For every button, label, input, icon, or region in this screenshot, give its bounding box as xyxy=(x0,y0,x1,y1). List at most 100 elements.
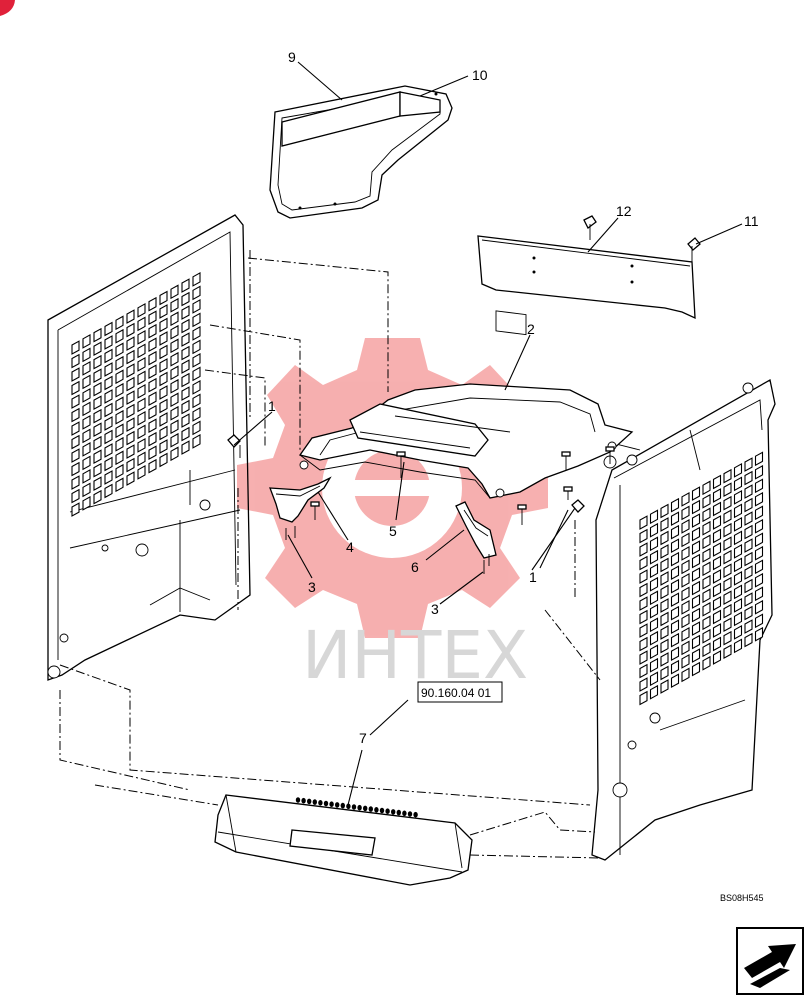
grille-slot xyxy=(181,345,190,361)
grille-slot xyxy=(170,405,179,421)
grille-slot xyxy=(104,429,113,445)
reference-number: 90.160.04 01 xyxy=(421,686,491,700)
grille-slot xyxy=(691,634,701,650)
grille-slot xyxy=(115,382,124,398)
step-tread-hole xyxy=(374,807,379,813)
grille-slot xyxy=(681,519,690,534)
grille-slot xyxy=(723,617,732,633)
grille-slot xyxy=(148,404,157,420)
grille-slot xyxy=(723,576,732,592)
grille-slot xyxy=(181,413,190,428)
grille-slot xyxy=(754,464,764,480)
grille-slot xyxy=(733,638,743,654)
grille-slot xyxy=(649,684,659,700)
grille-slot xyxy=(681,573,690,588)
grille-slot xyxy=(170,297,179,313)
next-page-arrow-icon[interactable] xyxy=(736,927,804,995)
grille-slot xyxy=(126,457,135,473)
grille-slot xyxy=(126,349,135,365)
grille-slot xyxy=(649,657,659,673)
grille-slot xyxy=(681,640,690,656)
left-grille xyxy=(71,272,201,517)
grille-slot xyxy=(148,323,157,339)
grille-slot xyxy=(159,331,168,346)
grille-slot xyxy=(712,582,722,598)
grille-slot xyxy=(660,638,669,654)
grille-slot xyxy=(104,362,113,377)
callout-labels: 9 10 12 11 2 1 4 5 6 1 3 3 7 xyxy=(268,49,759,746)
grille-slot xyxy=(159,385,168,400)
grille-slot xyxy=(712,596,722,611)
step-tread-hole xyxy=(413,811,418,818)
grille-slot xyxy=(170,419,179,435)
grille-slot xyxy=(660,679,669,694)
grille-slot xyxy=(681,613,690,629)
grille-slot xyxy=(639,663,648,679)
grille-slot xyxy=(754,626,764,642)
callout-11: 11 xyxy=(744,213,759,229)
grille-slot xyxy=(639,569,648,584)
callout-9: 9 xyxy=(288,49,296,65)
callout-3-left: 3 xyxy=(308,579,316,595)
grille-slot xyxy=(137,424,146,440)
grille-slot xyxy=(115,436,124,452)
grille-slot xyxy=(170,432,179,448)
grille-slot xyxy=(192,299,201,314)
grille-slot xyxy=(639,528,648,544)
grille-slot xyxy=(159,290,168,306)
grille-slot xyxy=(137,343,146,359)
grille-slot xyxy=(744,565,753,580)
grille-slot xyxy=(744,605,753,621)
grille-slot xyxy=(126,322,135,338)
grille-slot xyxy=(712,542,722,557)
grille-slot xyxy=(754,491,764,507)
grille-slot xyxy=(639,515,648,530)
grille-slot xyxy=(115,463,124,479)
grille-slot xyxy=(181,305,190,320)
grille-slot xyxy=(723,630,732,646)
grille-slot xyxy=(723,468,732,484)
grille-slot xyxy=(104,321,113,337)
grille-slot xyxy=(723,495,732,511)
grille-slot xyxy=(712,650,722,665)
grille-slot xyxy=(681,586,690,602)
grille-slot xyxy=(137,397,146,413)
step-tread-hole xyxy=(363,805,368,812)
grille-slot xyxy=(660,571,669,586)
grille-slot xyxy=(71,380,80,396)
step-tread-hole xyxy=(312,799,317,805)
callout-leaders xyxy=(233,61,743,806)
grille-slot xyxy=(639,636,648,652)
grille-slot xyxy=(82,401,91,417)
grille-slot xyxy=(148,337,157,353)
grille-slot xyxy=(126,444,135,459)
grille-slot xyxy=(702,520,711,536)
grille-slot xyxy=(754,505,764,521)
grille-slot xyxy=(733,571,743,586)
grille-slot xyxy=(691,486,701,501)
step-tread-hole xyxy=(396,809,401,816)
grille-slot xyxy=(723,603,732,619)
grille-slot xyxy=(733,557,743,573)
right-grille xyxy=(639,451,764,706)
grille-slot xyxy=(126,390,135,405)
callout-7: 7 xyxy=(359,730,367,746)
grille-slot xyxy=(754,478,764,494)
grille-slot xyxy=(649,630,659,646)
grille-slot xyxy=(115,355,124,371)
grille-slot xyxy=(639,555,648,571)
callout-6: 6 xyxy=(411,559,419,575)
grille-slot xyxy=(639,650,648,665)
grille-slot xyxy=(148,364,157,380)
grille-slot xyxy=(723,536,732,552)
grille-slot xyxy=(93,489,102,505)
grille-slot xyxy=(702,588,711,604)
grille-slot xyxy=(702,507,711,523)
grille-slot xyxy=(649,590,659,606)
grille-slot xyxy=(159,439,168,454)
grille-slot xyxy=(181,440,190,455)
grille-slot xyxy=(148,391,157,407)
left-side-panel xyxy=(47,214,251,681)
grille-slot xyxy=(192,380,201,395)
